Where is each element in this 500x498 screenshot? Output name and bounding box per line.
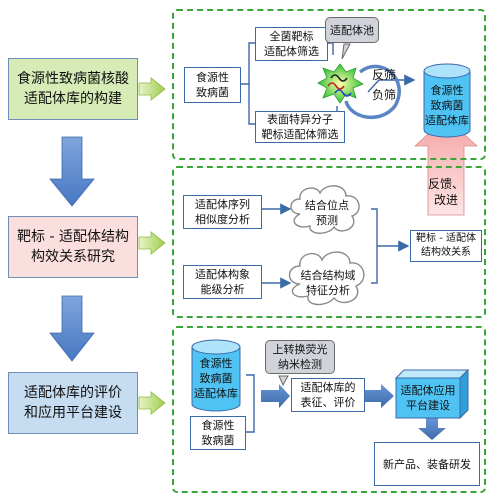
counter-screen-label: 反筛 [371,68,396,82]
pathogen-box: 食源性 致病菌 [190,416,246,450]
negative-screen-label: 负筛 [371,88,396,102]
callout-pool-tail [341,43,351,60]
aptamer-library-label: 食源性 致病菌 适配体库 [425,83,469,127]
platform-3d-box [394,368,470,420]
conformation-energy-box: 适配体构象 能级分析 [183,265,262,299]
binding-site-cloud: 结合位点 预测 [305,199,349,227]
panel-structure-activity [172,166,486,318]
feedback-label: 反馈、 改进 [427,177,464,207]
characterization-box: 适配体库的 表征、评价 [291,378,365,412]
new-products-box: 新产品、装备研发 [374,442,480,486]
arrow-stage1-to-panel1 [138,77,166,101]
stage-evaluation-platform: 适配体库的评价 和应用平台建设 [8,372,138,434]
library-cylinder-label: 食源性 致病菌 适配体库 [194,356,238,400]
arrow-stage3-to-panel3 [138,391,166,415]
starburst-icon [317,63,364,104]
cloud-shapes [288,185,365,306]
cylinder-library-2 [191,339,241,412]
recycle-loop [344,64,401,120]
arrow-stage2-to-panel2 [138,231,166,255]
aptamer-pool-callout: 适配体池 [325,17,379,43]
panel-library-construction [172,9,486,160]
arrow-stage2-down [49,295,95,362]
whole-cell-screening-box: 全菌靶标 适配体筛选 [255,27,328,61]
structure-relation-box: 靶标 - 适配体 结构效关系 [410,230,482,262]
surface-molecule-screening-box: 表面特异分子 靶标适配体筛选 [255,111,345,143]
arrow-to-products [418,418,446,440]
stage-library-construction: 食源性致病菌核酸 适配体库的构建 [8,58,138,120]
source-pathogen-box: 食源性 致病菌 [184,67,241,103]
arrow-to-platform [365,384,394,408]
upconversion-callout: 上转换荧光 纳米检测 [265,340,335,374]
callout-detection-tail [278,375,289,387]
binding-domain-cloud: 结合结构域 特征分析 [300,269,356,297]
sequence-similarity-box: 适配体序列 相似度分析 [183,195,262,229]
arrow-to-characterization [261,384,290,408]
cylinder-library-1 [423,63,471,138]
platform-box-label: 适配体应用 平台建设 [400,384,456,412]
stage-structure-activity: 靶标 - 适配体结构 构效关系研究 [8,216,138,278]
arrow-stage1-down [49,136,95,207]
panel-evaluation-platform [172,326,486,493]
